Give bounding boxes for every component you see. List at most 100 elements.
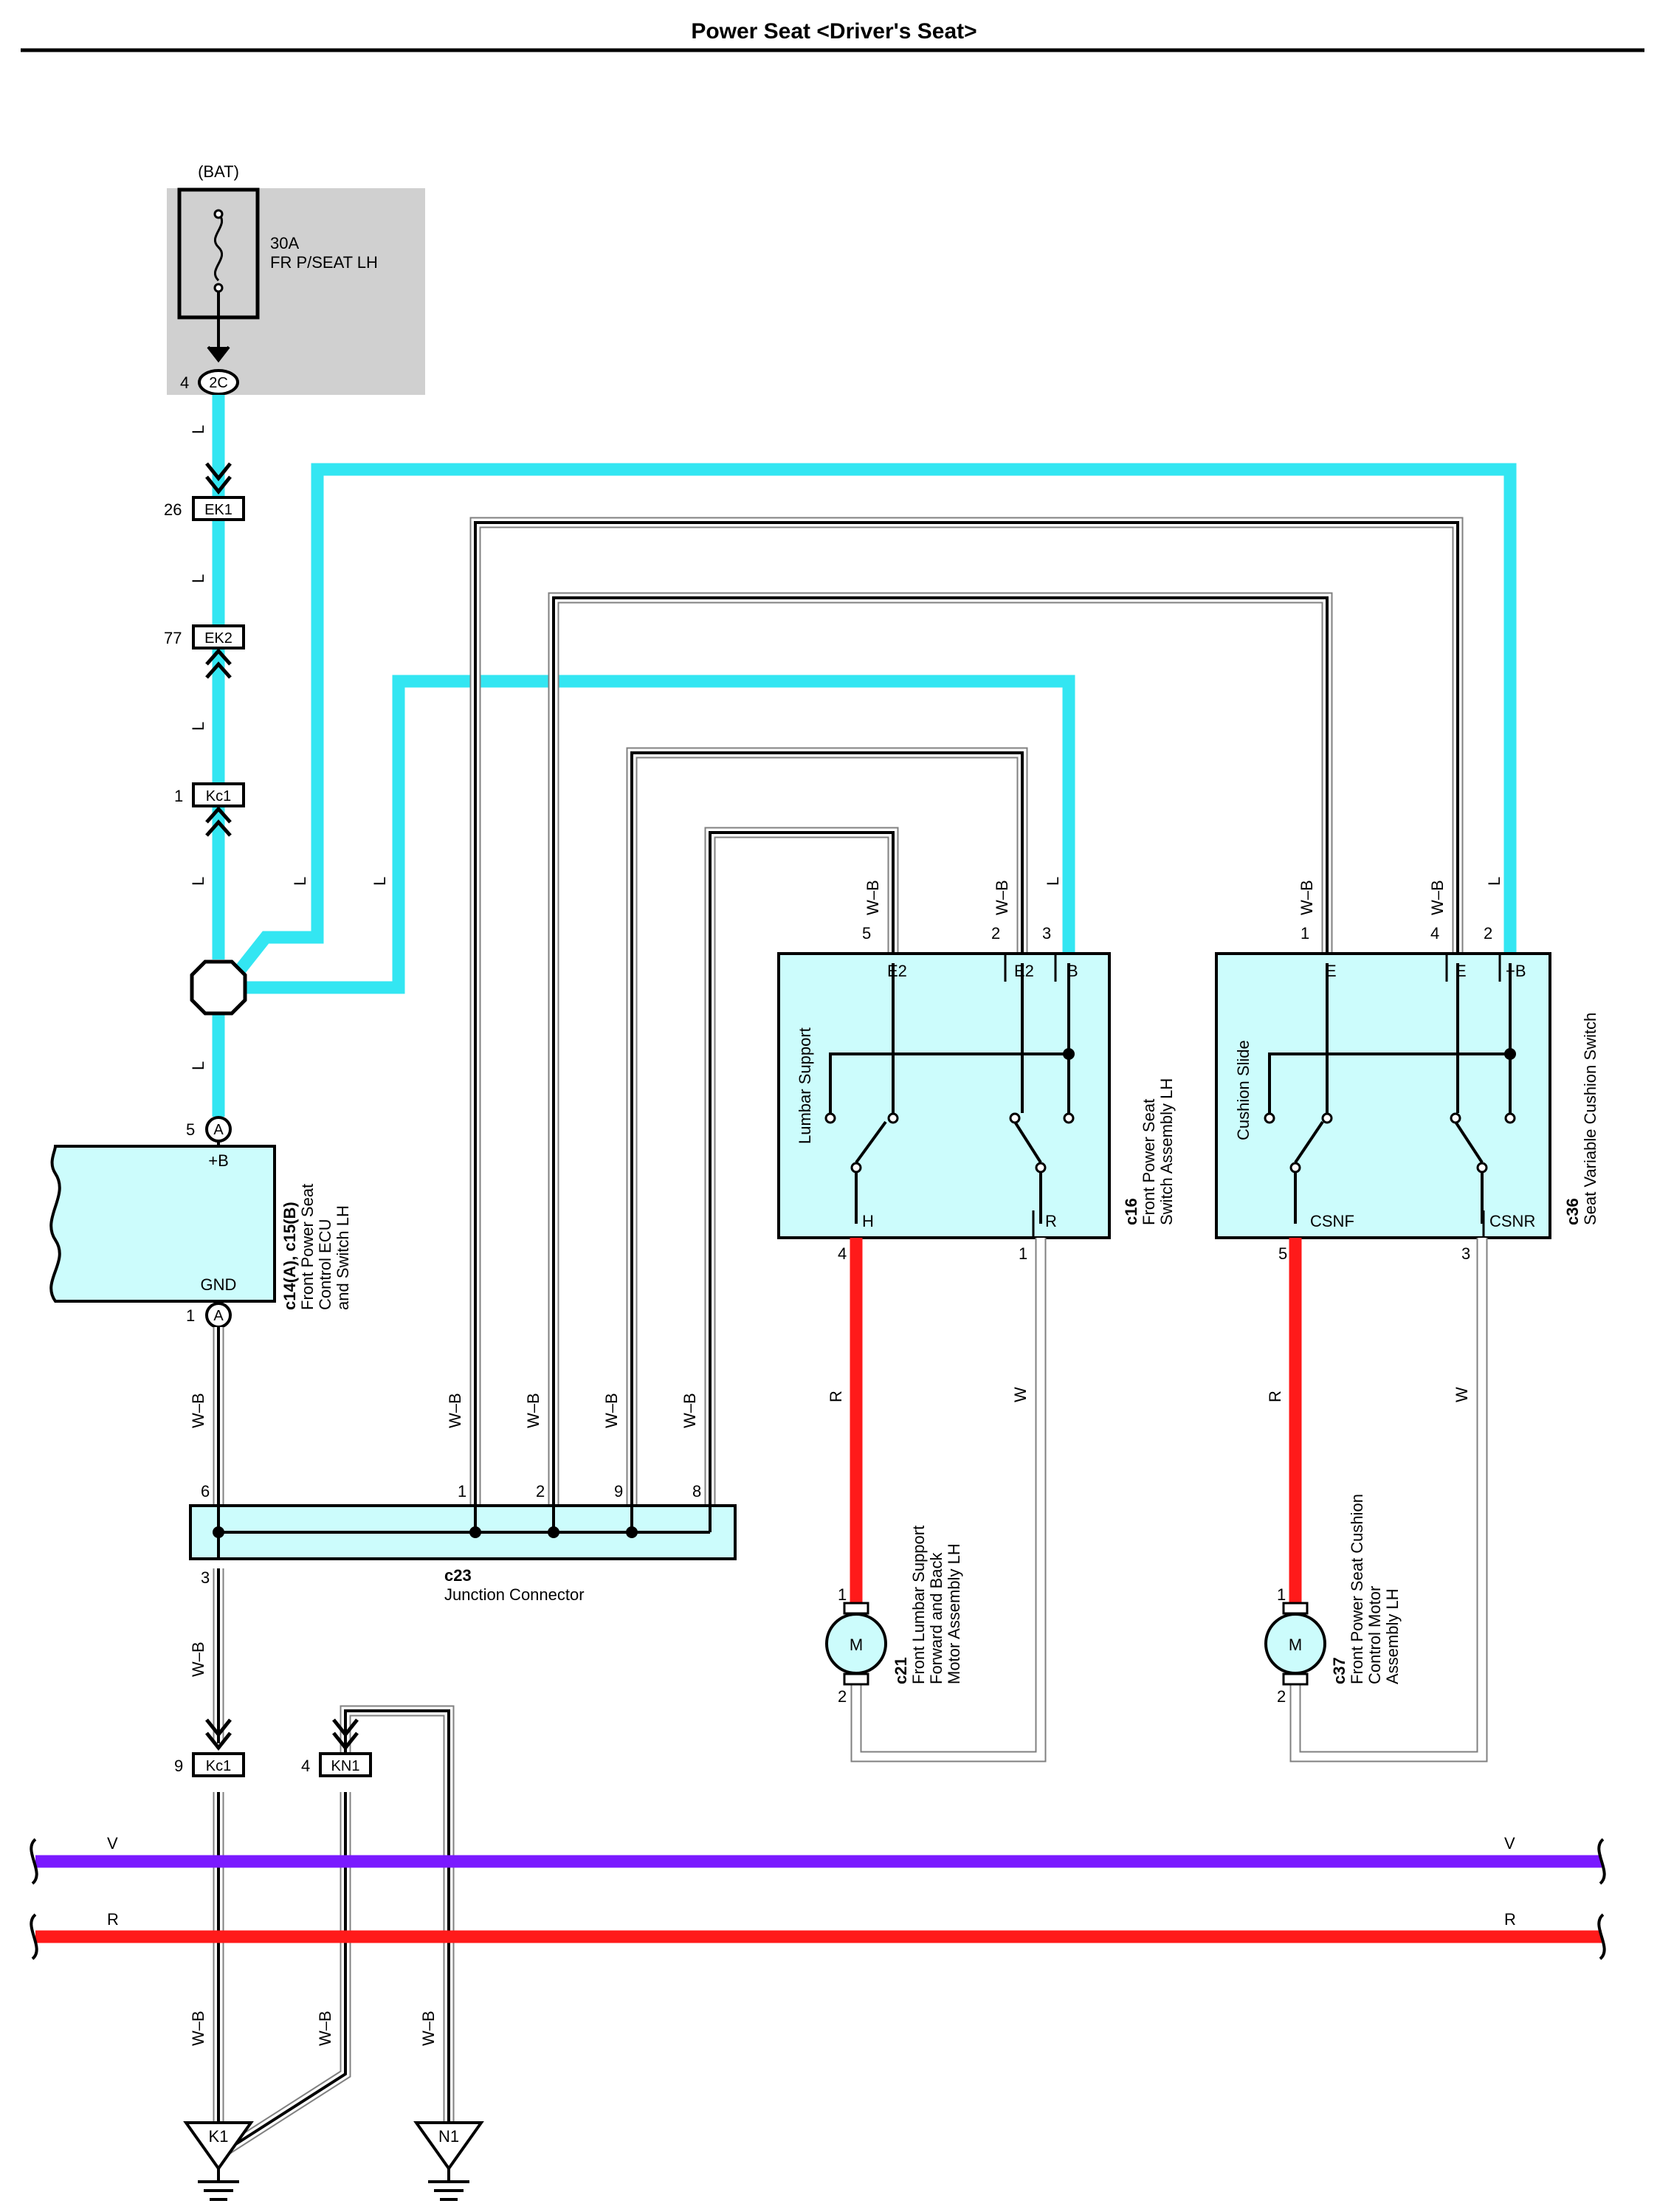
bus-label-V-right: V bbox=[1504, 1834, 1515, 1853]
bus-label-V-left: V bbox=[107, 1834, 118, 1853]
c16-term-H: H bbox=[862, 1212, 874, 1230]
fuse-arrow-icon bbox=[207, 345, 230, 363]
ecu-name-line3: and Switch LH bbox=[334, 1205, 352, 1310]
ecu-name-line1: Front Power Seat bbox=[298, 1184, 317, 1310]
c36-contact-5 bbox=[1289, 1162, 1301, 1174]
wire-L-to-c16 bbox=[244, 675, 1075, 994]
junction-pin-9: 9 bbox=[614, 1482, 623, 1500]
wire-label-W-c37: W bbox=[1453, 1387, 1471, 1402]
kc1-top-pin: 1 bbox=[174, 787, 183, 805]
c16-contact-6 bbox=[1035, 1162, 1047, 1174]
c16-contact-2 bbox=[887, 1112, 899, 1124]
ek2-pin: 77 bbox=[164, 629, 182, 647]
ground-n1-triangle bbox=[413, 2121, 484, 2171]
ek2-label: EK2 bbox=[204, 630, 232, 647]
wire-label-WB-3: W–B bbox=[524, 1393, 542, 1428]
kc1-bottom-label: Kc1 bbox=[206, 1758, 231, 1774]
c16-contact-4 bbox=[1063, 1112, 1075, 1124]
fuse-pin: 4 bbox=[180, 373, 189, 392]
ground-k1-triangle bbox=[183, 2121, 254, 2171]
bus-break-left-R bbox=[30, 1913, 38, 1960]
junction-pin-3: 3 bbox=[201, 1568, 210, 1587]
c16-contact-5 bbox=[850, 1162, 862, 1174]
c36-pin-3: 3 bbox=[1461, 1244, 1470, 1263]
motor-c37-name-line3: Assembly LH bbox=[1383, 1588, 1402, 1684]
motor-c21-pin-2: 2 bbox=[838, 1687, 847, 1706]
wire-label-WB-12: W–B bbox=[316, 2011, 334, 2046]
junction-node-6 bbox=[213, 1526, 224, 1538]
motor-c21-symbol: M bbox=[850, 1636, 863, 1654]
kn1-label: KN1 bbox=[331, 1758, 360, 1774]
splice-octagon bbox=[190, 959, 247, 1016]
ek2-arrow-icon bbox=[205, 648, 232, 679]
wire-label-WB-6: W–B bbox=[864, 880, 882, 915]
motor-c37-code: c37 bbox=[1330, 1657, 1348, 1684]
wire-label-WB-13: W–B bbox=[419, 2011, 438, 2046]
wire-L-group bbox=[212, 395, 1517, 1117]
ground-n1-icon bbox=[428, 2168, 469, 2201]
connector-ek2 bbox=[192, 624, 245, 650]
wire-label-WB-10: W–B bbox=[189, 1641, 207, 1677]
bus-break-right-R bbox=[1597, 1913, 1606, 1960]
c16-function: Lumbar Support bbox=[796, 1027, 814, 1144]
c36-term-CSNR: CSNR bbox=[1489, 1212, 1535, 1230]
kc1-bottom-arrow-icon bbox=[205, 1718, 232, 1751]
c36-contact-6 bbox=[1476, 1162, 1488, 1174]
c36-contact-1 bbox=[1264, 1112, 1275, 1124]
fuse-connector-2c bbox=[198, 369, 239, 396]
wire-W-motors bbox=[850, 1238, 1488, 1763]
kc1-bottom-pin: 9 bbox=[174, 1757, 183, 1775]
ecu-pin-top: 5 bbox=[186, 1120, 195, 1139]
wire-label-WB-8: W–B bbox=[1298, 880, 1316, 915]
c16-pin-5: 5 bbox=[862, 924, 871, 943]
junction-node-1 bbox=[469, 1526, 481, 1538]
c36-code: c36 bbox=[1563, 1198, 1582, 1225]
wire-label-WB-7: W–B bbox=[993, 880, 1011, 915]
ek1-pin: 26 bbox=[164, 500, 182, 519]
wire-R-motors bbox=[850, 1238, 1302, 1603]
fuse-element-icon bbox=[213, 213, 224, 282]
motor-c21-code: c21 bbox=[892, 1657, 910, 1684]
c16-switch-mechanism bbox=[829, 963, 1070, 1224]
fuse-terminal-top bbox=[213, 209, 224, 219]
motor-c21-name-line1: Front Lumbar Support bbox=[909, 1526, 928, 1684]
fuse-source-label: (BAT) bbox=[198, 162, 239, 181]
page-title: Power Seat <Driver's Seat> bbox=[691, 19, 976, 44]
fuse-name: FR P/SEAT LH bbox=[270, 253, 378, 272]
c16-term-R: R bbox=[1045, 1212, 1057, 1230]
motor-c37-symbol: M bbox=[1289, 1636, 1302, 1654]
junction-code: c23 bbox=[444, 1566, 472, 1585]
wire-label-L-9: L bbox=[1485, 877, 1503, 886]
c36-name: Seat Variable Cushion Switch bbox=[1581, 1013, 1599, 1225]
wire-label-WB-2: W–B bbox=[446, 1393, 464, 1428]
c16-node bbox=[1063, 1048, 1075, 1060]
motor-c21-name-line2: Forward and Back bbox=[927, 1551, 945, 1684]
motor-c21-brush-top bbox=[843, 1602, 869, 1615]
motor-c37-name-line2: Control Motor bbox=[1365, 1586, 1384, 1684]
kn1-arrow-icon bbox=[332, 1718, 359, 1751]
fuse-box-region bbox=[167, 188, 425, 395]
ecu-gnd: GND bbox=[201, 1275, 237, 1294]
wire-label-L-3: L bbox=[189, 722, 207, 731]
motor-c37-brush-bottom bbox=[1282, 1672, 1309, 1686]
ground-n1-label: N1 bbox=[438, 2127, 459, 2146]
fuse-rating: 30A bbox=[270, 234, 299, 252]
wire-WB-group bbox=[213, 517, 1464, 2160]
ecu-name-line2: Control ECU bbox=[316, 1219, 334, 1310]
kc1-top-label: Kc1 bbox=[206, 788, 231, 804]
c16-name-line2: Switch Assembly LH bbox=[1157, 1078, 1176, 1225]
c36-pin-5: 5 bbox=[1278, 1244, 1287, 1263]
junction-pin-1: 1 bbox=[458, 1482, 466, 1500]
c36-switch-mechanism bbox=[1268, 963, 1512, 1224]
wire-label-WB-5: W–B bbox=[681, 1393, 699, 1428]
connector-kn1 bbox=[319, 1752, 372, 1777]
wire-label-L-1: L bbox=[189, 425, 207, 434]
c36-pin-2: 2 bbox=[1484, 924, 1492, 943]
wire-label-L-2: L bbox=[189, 574, 207, 583]
wire-label-W-c21: W bbox=[1011, 1387, 1030, 1402]
connector-kc1-top bbox=[192, 782, 245, 807]
ek1-label: EK1 bbox=[204, 502, 232, 518]
ground-k1-icon bbox=[198, 2168, 239, 2201]
c36-term-CSNF: CSNF bbox=[1310, 1212, 1354, 1230]
c16-pin-3: 3 bbox=[1042, 924, 1051, 943]
